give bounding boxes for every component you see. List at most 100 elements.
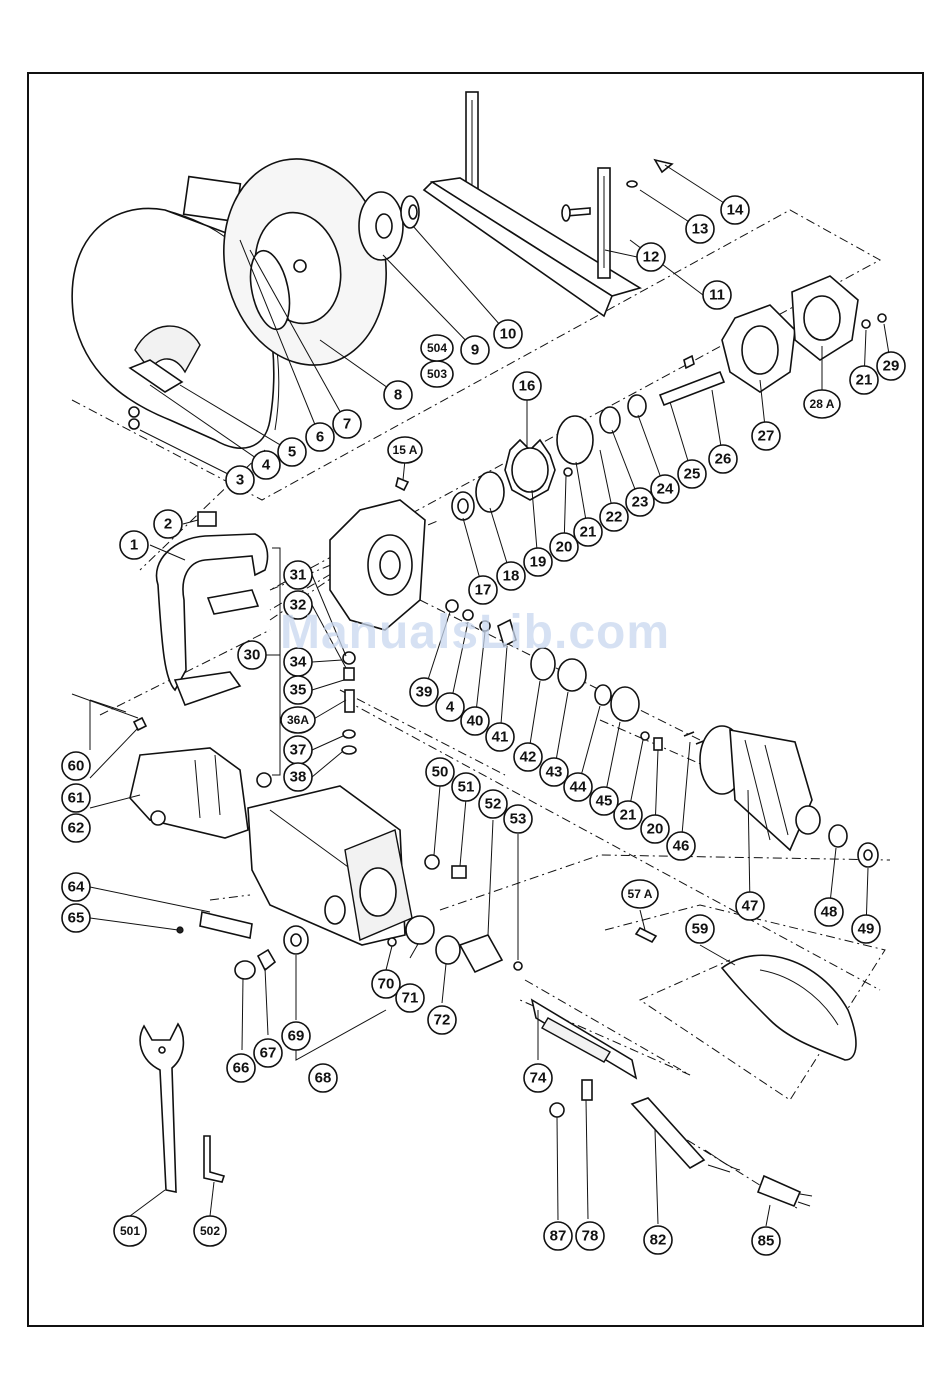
svg-text:27: 27 (758, 428, 775, 445)
callout-69: 69 (282, 1022, 310, 1050)
callout-14: 14 (721, 196, 749, 224)
svg-text:17: 17 (475, 582, 492, 599)
armature-drawing (700, 726, 878, 867)
svg-text:48: 48 (821, 904, 838, 921)
callout-22: 22 (600, 503, 628, 531)
callout-11: 11 (703, 281, 731, 309)
power-cord-drawing (550, 1080, 812, 1206)
callout-44: 44 (564, 773, 592, 801)
gear-housing-drawing (330, 478, 425, 754)
callout-43: 43 (540, 758, 568, 786)
svg-text:1: 1 (130, 537, 138, 554)
callout-26: 26 (709, 445, 737, 473)
svg-text:42: 42 (520, 749, 537, 766)
callout-41: 41 (486, 723, 514, 751)
svg-text:31: 31 (290, 567, 307, 584)
svg-text:53: 53 (510, 811, 527, 828)
svg-text:70: 70 (378, 976, 395, 993)
svg-text:74: 74 (530, 1070, 547, 1087)
svg-text:60: 60 (68, 758, 85, 775)
svg-text:20: 20 (647, 821, 664, 838)
svg-text:38: 38 (290, 769, 307, 786)
callout-59: 59 (686, 915, 714, 943)
callout-504: 504 (421, 335, 453, 361)
svg-text:68: 68 (315, 1070, 332, 1087)
callout-503: 503 (421, 361, 453, 387)
callout-20: 20 (550, 533, 578, 561)
svg-text:21: 21 (856, 372, 873, 389)
svg-text:502: 502 (200, 1224, 220, 1238)
callout-48: 48 (815, 898, 843, 926)
svg-text:52: 52 (485, 796, 502, 813)
callout-21-right: 21 (850, 366, 878, 394)
callout-28a: 28 A (804, 390, 840, 418)
svg-text:19: 19 (530, 554, 547, 571)
callout-4-pinion: 4 (436, 693, 464, 721)
callout-67: 67 (254, 1039, 282, 1067)
callout-49: 49 (852, 915, 880, 943)
svg-text:72: 72 (434, 1012, 451, 1029)
callout-23: 23 (626, 488, 654, 516)
callout-71: 71 (396, 984, 424, 1012)
svg-text:51: 51 (458, 779, 475, 796)
callout-46: 46 (667, 832, 695, 860)
callout-74: 74 (524, 1064, 552, 1092)
callout-3: 3 (226, 466, 254, 494)
callout-60: 60 (62, 752, 90, 780)
svg-text:40: 40 (467, 713, 484, 730)
svg-text:30: 30 (244, 647, 261, 664)
callout-31: 31 (284, 561, 312, 589)
svg-text:71: 71 (402, 990, 419, 1007)
svg-text:12: 12 (643, 249, 660, 266)
svg-text:14: 14 (727, 202, 744, 219)
callout-7: 7 (333, 410, 361, 438)
svg-text:39: 39 (416, 684, 433, 701)
svg-text:59: 59 (692, 921, 709, 938)
svg-text:10: 10 (500, 326, 517, 343)
callout-62: 62 (62, 814, 90, 842)
callout-52: 52 (479, 790, 507, 818)
svg-text:26: 26 (715, 451, 732, 468)
callout-27: 27 (752, 422, 780, 450)
svg-text:21: 21 (620, 807, 637, 824)
callout-39: 39 (410, 678, 438, 706)
callout-1: 1 (120, 531, 148, 559)
callout-66: 66 (227, 1054, 255, 1082)
callout-19: 19 (524, 548, 552, 576)
svg-text:69: 69 (288, 1028, 305, 1045)
svg-text:47: 47 (742, 898, 759, 915)
callout-21-lower: 21 (614, 801, 642, 829)
callout-53: 53 (504, 805, 532, 833)
svg-text:21: 21 (580, 524, 597, 541)
svg-text:64: 64 (68, 879, 85, 896)
svg-text:87: 87 (550, 1228, 567, 1245)
svg-text:7: 7 (343, 416, 351, 433)
callout-20-lower: 20 (641, 815, 669, 843)
svg-text:20: 20 (556, 539, 573, 556)
callout-45: 45 (590, 787, 618, 815)
callout-57a: 57 A (622, 880, 658, 908)
callout-36a: 36A (281, 707, 315, 733)
svg-text:13: 13 (692, 221, 709, 238)
svg-text:62: 62 (68, 820, 85, 837)
svg-text:501: 501 (120, 1224, 140, 1238)
svg-text:6: 6 (316, 429, 324, 446)
callout-61: 61 (62, 784, 90, 812)
side-handle-drawing (72, 512, 268, 730)
callout-37: 37 (284, 736, 312, 764)
callout-16: 16 (513, 372, 541, 400)
callout-13: 13 (686, 215, 714, 243)
svg-text:67: 67 (260, 1045, 277, 1062)
svg-text:23: 23 (632, 494, 649, 511)
svg-text:44: 44 (570, 779, 587, 796)
svg-text:45: 45 (596, 793, 613, 810)
svg-text:24: 24 (657, 481, 674, 498)
svg-text:34: 34 (290, 654, 307, 671)
callout-21: 21 (574, 518, 602, 546)
svg-text:29: 29 (883, 358, 900, 375)
callout-8: 8 (384, 381, 412, 409)
svg-text:22: 22 (606, 509, 623, 526)
callout-85: 85 (752, 1227, 780, 1255)
